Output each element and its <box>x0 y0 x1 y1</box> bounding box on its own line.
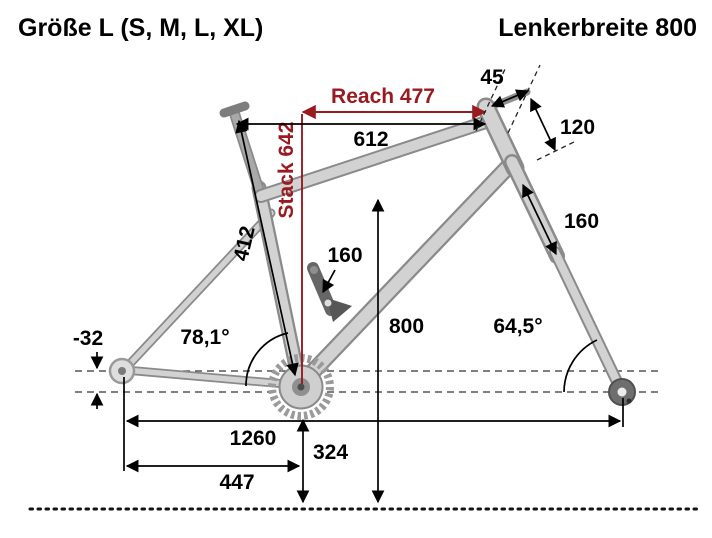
standover-label: 800 <box>389 315 424 338</box>
stem-label: 45 <box>480 66 504 89</box>
rear-axle <box>118 367 126 375</box>
front-axle-nut <box>626 398 632 404</box>
seat-angle-arc <box>245 332 289 387</box>
reference-lines <box>28 370 702 511</box>
bb-height-label: 324 <box>313 441 348 464</box>
dimensions: Reach 477 Stack 642 612 45 120 160 <box>73 64 624 504</box>
front-hub <box>608 378 636 406</box>
shock-linkage <box>327 298 352 322</box>
front-axle <box>617 387 627 397</box>
head-angle-dimension: 64,5° <box>493 315 598 393</box>
bb-height-dimension: 324 <box>296 418 348 504</box>
top-tube-fill <box>256 116 494 201</box>
fork-lower-fill <box>551 248 625 394</box>
stem-guide-line-1 <box>475 66 507 132</box>
head-angle-arc <box>563 339 598 393</box>
head-tube-label: 120 <box>560 116 595 139</box>
page-title-size: Größe L (S, M, L, XL) <box>18 14 263 42</box>
reach-dimension: Reach 477 <box>301 85 487 120</box>
wheelbase-label: 1260 <box>230 427 277 450</box>
stem-arrow <box>490 89 530 108</box>
chainring <box>268 354 334 420</box>
saddle-clamp <box>219 101 250 118</box>
fork-label: 160 <box>564 210 599 233</box>
head-angle-label: 64,5° <box>493 315 542 338</box>
seat-angle-label: 78,1° <box>180 326 229 349</box>
head-tube-arrow <box>530 97 556 152</box>
rear-hub <box>108 357 136 385</box>
seat-tube-label: 412 <box>230 224 260 263</box>
reach-label: Reach 477 <box>331 85 435 108</box>
bike-frame <box>120 88 627 396</box>
shock-mount <box>310 266 318 274</box>
wheelbase-dimension: 1260 <box>123 377 624 471</box>
bb-drop-dimension: -32 <box>73 327 104 409</box>
chainstay-tube-fill <box>122 367 300 388</box>
stack-label: Stack 642 <box>275 122 298 219</box>
rear-shock <box>307 262 352 322</box>
chainstay-dimension: 447 <box>125 459 301 494</box>
head-tube-tick <box>536 140 577 161</box>
stem-dimension: 45 <box>475 64 541 134</box>
seat-tube-arrow <box>235 119 299 377</box>
shock-dimension: 160 <box>322 244 363 294</box>
head-tube-dimension: 120 <box>530 97 595 161</box>
page-title-handlebar: Lenkerbreite 800 <box>498 14 697 42</box>
shock-label: 160 <box>327 244 362 267</box>
seat-angle-dimension: 78,1° <box>180 326 289 387</box>
titles: Größe L (S, M, L, XL) Lenkerbreite 800 <box>18 14 697 42</box>
chainring-teeth <box>268 354 334 420</box>
shock-pivot <box>324 299 332 307</box>
standover-dimension: 800 <box>371 198 424 504</box>
top-tube-label: 612 <box>353 128 388 151</box>
chainstay-label: 447 <box>219 471 254 494</box>
fork-arrow <box>522 183 557 256</box>
fork-dimension: 160 <box>522 183 599 256</box>
down-tube-fill <box>296 160 515 389</box>
bottom-bracket-axle <box>297 383 305 391</box>
bb-drop-label: -32 <box>73 327 103 350</box>
shock-pointer-arrow <box>322 269 336 294</box>
